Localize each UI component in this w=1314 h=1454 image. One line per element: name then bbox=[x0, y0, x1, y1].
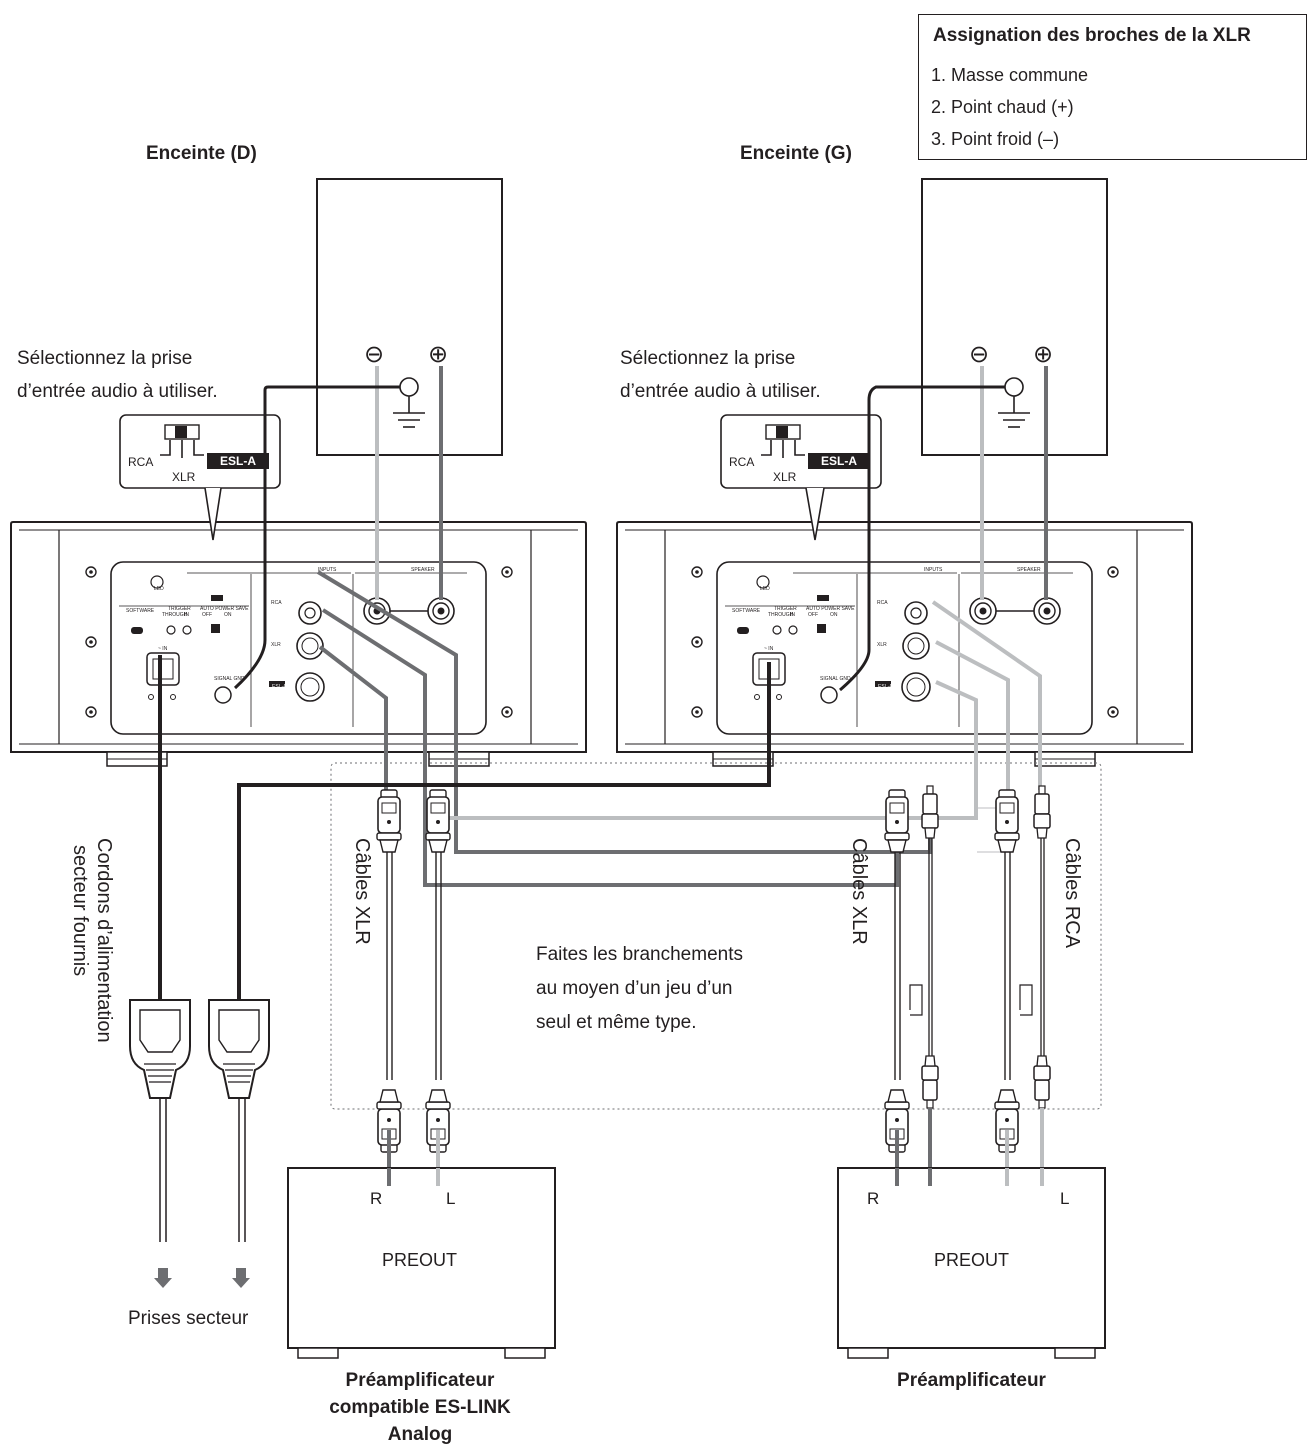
switch-callout-labels: RCA XLR ESL-A RCA XLR ESL-A bbox=[128, 454, 857, 484]
panel-through-2: THROUGH bbox=[768, 612, 794, 618]
panel-auto-power-save-2: AUTO POWER SAVE bbox=[806, 606, 855, 612]
preamp-standard-output: PREOUT bbox=[934, 1250, 1010, 1270]
switch-label-rca-2: RCA bbox=[729, 455, 754, 469]
switch-label-xlr: XLR bbox=[172, 470, 196, 484]
preamp-eslink bbox=[287, 1167, 556, 1359]
speaker-left-minus: ⊖ bbox=[969, 341, 989, 368]
power-cords-label-line2: secteur fournis bbox=[69, 845, 91, 976]
preamp-standard-channel-r: R bbox=[867, 1189, 880, 1208]
preamp-eslink-output: PREOUT bbox=[382, 1250, 458, 1270]
panel-inputs-2: INPUTS bbox=[924, 567, 943, 573]
panel-inputs: INPUTS bbox=[318, 567, 337, 573]
panel-ac-in: ~ IN bbox=[158, 646, 168, 652]
preamp-eslink-caption-line1: Préamplificateur bbox=[345, 1370, 495, 1391]
xlr-cable-standard-l bbox=[994, 789, 1020, 1153]
xlr-cables-label-right: Câbles XLR bbox=[848, 838, 870, 945]
mains-label: Prises secteur bbox=[128, 1308, 249, 1329]
switch-label-rca: RCA bbox=[128, 455, 153, 469]
panel-in-2: IN bbox=[790, 612, 795, 618]
amp-panel-labels-left: LED SOFTWARE TRIGGER THROUGH IN AUTO POW… bbox=[732, 567, 1041, 690]
panel-xlr-2: XLR bbox=[877, 642, 887, 648]
xlr-cable-eslink-l bbox=[425, 789, 451, 1153]
panel-xlr: XLR bbox=[271, 642, 281, 648]
connection-note-line3: seul et même type. bbox=[536, 1012, 697, 1033]
panel-led: LED bbox=[154, 586, 164, 592]
panel-esl: ESL-A bbox=[272, 684, 287, 690]
switch-label-xlr-2: XLR bbox=[773, 470, 797, 484]
panel-on-2: ON bbox=[830, 612, 838, 618]
panel-off: OFF bbox=[202, 612, 212, 618]
speaker-right-label: Enceinte (D) bbox=[146, 143, 257, 164]
xlr-pin-assignment-box: Assignation des broches de la XLR 1. Mas… bbox=[918, 14, 1307, 160]
switch-label-esl: ESL-A bbox=[220, 454, 256, 468]
panel-off-2: OFF bbox=[808, 612, 818, 618]
amp-panel-labels-right: LED SOFTWARE TRIGGER THROUGH IN AUTO POW… bbox=[126, 567, 435, 690]
preamp-standard-caption: Préamplificateur bbox=[897, 1370, 1046, 1391]
select-input-note-left-line1: Sélectionnez la prise bbox=[620, 348, 796, 369]
panel-trigger-2: TRIGGER bbox=[774, 606, 797, 612]
panel-trigger: TRIGGER bbox=[168, 606, 191, 612]
speaker-left-label: Enceinte (G) bbox=[740, 143, 852, 164]
panel-rca: RCA bbox=[271, 600, 282, 606]
panel-speaker-2: SPEAKER bbox=[1017, 567, 1041, 573]
cable-type-zone bbox=[330, 762, 1102, 1110]
panel-software: SOFTWARE bbox=[126, 608, 155, 614]
speaker-terminal-symbols: ⊖ ⊕ ⊖ ⊕ bbox=[364, 341, 1053, 368]
panel-signal-gnd-2: SIGNAL GND bbox=[820, 676, 851, 682]
preamp-eslink-channel-r: R bbox=[370, 1189, 383, 1208]
xlr-cable-eslink-r bbox=[376, 789, 402, 1153]
preamp-standard bbox=[837, 1167, 1106, 1359]
amplifier-left bbox=[617, 522, 1192, 766]
switch-callout-left bbox=[720, 414, 882, 541]
panel-in: IN bbox=[184, 612, 189, 618]
connection-note-line1: Faites les branchements bbox=[536, 944, 743, 965]
rca-cables-label: Câbles RCA bbox=[1061, 838, 1083, 949]
power-cords-label-line1: Cordons d’alimentation bbox=[93, 838, 115, 1043]
xlr-cable-standard-r bbox=[884, 789, 910, 1153]
panel-auto-power-save: AUTO POWER SAVE bbox=[200, 606, 249, 612]
ground-wires bbox=[233, 385, 1005, 692]
amplifier-right bbox=[11, 522, 586, 766]
panel-rca-2: RCA bbox=[877, 600, 888, 606]
power-plug-left bbox=[208, 999, 270, 1099]
panel-through: THROUGH bbox=[162, 612, 188, 618]
select-input-note-right-line2: d’entrée audio à utiliser. bbox=[17, 381, 218, 402]
rca-cable-r bbox=[921, 785, 939, 1109]
panel-esl-2: ESL-A bbox=[878, 684, 893, 690]
connection-note-line2: au moyen d’un jeu d’un bbox=[536, 978, 733, 999]
panel-software-2: SOFTWARE bbox=[732, 608, 761, 614]
preamp-eslink-channel-l: L bbox=[446, 1189, 456, 1208]
preamp-standard-channel-l: L bbox=[1060, 1189, 1070, 1208]
panel-speaker: SPEAKER bbox=[411, 567, 435, 573]
select-input-note-right-line1: Sélectionnez la prise bbox=[17, 348, 193, 369]
switch-callout-right bbox=[119, 414, 281, 541]
panel-on: ON bbox=[224, 612, 232, 618]
panel-led-2: LED bbox=[760, 586, 770, 592]
switch-label-esl-2: ESL-A bbox=[821, 454, 857, 468]
xlr-cables-label-left: Câbles XLR bbox=[351, 838, 373, 945]
select-input-note-left-line2: d’entrée audio à utiliser. bbox=[620, 381, 821, 402]
power-plug-right bbox=[129, 999, 191, 1099]
speaker-left-plus: ⊕ bbox=[1033, 341, 1053, 368]
pin-item-3: 3. Point froid (–) bbox=[931, 129, 1060, 149]
cable-pair-indicator-icon bbox=[909, 984, 1033, 1016]
preamp-eslink-caption-line2: compatible ES-LINK bbox=[329, 1397, 511, 1418]
pin-box-title: Assignation des broches de la XLR bbox=[933, 25, 1251, 46]
panel-ac-in-2: ~ IN bbox=[764, 646, 774, 652]
pin-item-1: 1. Masse commune bbox=[931, 65, 1089, 85]
rca-cable-l bbox=[1033, 785, 1051, 1109]
panel-signal-gnd: SIGNAL GND bbox=[214, 676, 245, 682]
speaker-right-plus: ⊕ bbox=[428, 341, 448, 368]
down-arrow-icon bbox=[154, 1268, 250, 1288]
power-cords bbox=[158, 655, 771, 1242]
preamp-eslink-caption-line3: Analog bbox=[387, 1424, 453, 1445]
pin-item-2: 2. Point chaud (+) bbox=[931, 97, 1074, 117]
speaker-right-minus: ⊖ bbox=[364, 341, 384, 368]
speaker-cables bbox=[375, 366, 1048, 600]
